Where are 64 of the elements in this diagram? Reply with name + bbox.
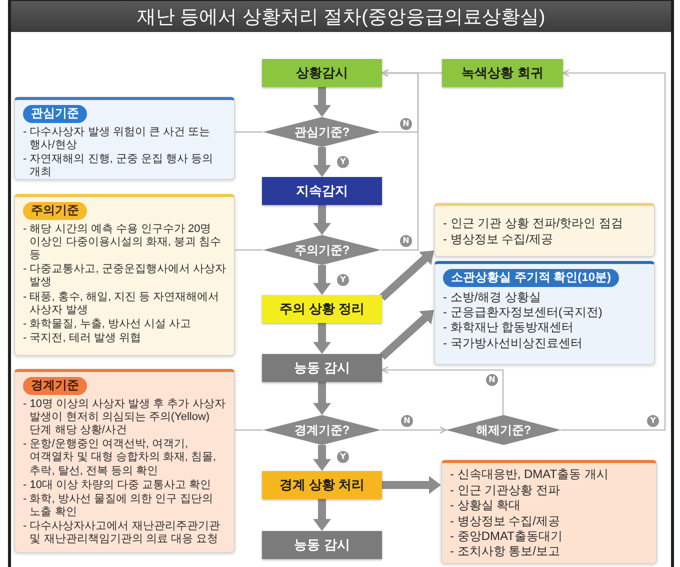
- arrow: [379, 310, 434, 360]
- bullet-item: - 다수사상자사고에서 재난관리주관기관 및 재난관리책임기관의 의료 대응 요청: [23, 520, 221, 547]
- bullet-item: - 해당 시간의 예측 수용 인구수가 20명 이상인 다중이용시설의 화재, 붕괴 침수 등: [23, 222, 222, 262]
- arrow: [313, 445, 331, 471]
- heading-badge: 경계기준: [23, 377, 87, 395]
- arrow: [313, 205, 331, 235]
- arrow: [381, 69, 419, 251]
- process-box: 지속감지: [262, 177, 382, 205]
- bullet-item: - 병상정보 수집/제공: [443, 232, 553, 246]
- arrow: [382, 476, 441, 494]
- criteria-card: [14, 97, 235, 180]
- bullet-item: - 국가방사선비상진료센터: [443, 336, 582, 350]
- bullet-item: - 병상정보 수집/제공: [450, 514, 560, 528]
- connector-line: [235, 429, 263, 431]
- criteria-card: [14, 369, 235, 553]
- bullet-item: - 화학, 방사선 물질에 의한 인구 집단의 노출 확인: [23, 492, 214, 520]
- bullet-item: - 조치사항 통보/보고: [450, 544, 560, 559]
- bullet-item: - 인근 기관상황 전파: [450, 482, 560, 498]
- process-box: 주의 상황 정리: [262, 295, 382, 323]
- process-box: 녹색상황 회귀: [442, 59, 563, 87]
- arrow: [313, 323, 331, 354]
- title-bar: 재난 등에서 상황처리 절차(중앙응급의료상황실): [11, 1, 671, 32]
- arrow: [313, 87, 331, 117]
- decision-diamond: 관심기준?: [263, 117, 381, 147]
- arrow: [313, 265, 331, 295]
- action-card: [434, 261, 655, 365]
- bullet-item: - 다중교통사고, 군중운집행사에서 사상자 발생: [23, 263, 227, 290]
- decision-diamond: 경계기준?: [263, 415, 381, 445]
- process-box: 능동 감시: [262, 354, 382, 382]
- decision-diamond: 해제기준?: [446, 415, 561, 445]
- process-box: 상황감시: [262, 59, 382, 87]
- bullet-item: - 화학물질, 누출, 방사선 시설 사고: [23, 318, 192, 332]
- connector-line: [235, 249, 263, 251]
- action-card: [434, 203, 655, 257]
- bullet-item: - 국지전, 테러 발생 위협: [23, 332, 141, 346]
- bullet-item: - 운항/운행중인 여객선박, 여객기, 여객열차 및 대형 승합차의 화재, 침몰, 추락, 탈선, 전복 등의 확인: [23, 438, 218, 478]
- process-box: 경계 상황 처리: [262, 471, 382, 499]
- bullet-item: - 화학재난 합동방재센터: [443, 320, 574, 335]
- arrow: [381, 426, 447, 434]
- connector-line: [235, 131, 263, 133]
- bullet-item: - 10명 이상의 사상자 발생 후 추가 사상자 발생이 현저히 의심되는 주의(Yellow) 단계 해당 상황/사건: [23, 398, 226, 438]
- bullet-item: - 자연재해의 진행, 군중 운집 행사 등의 개최: [23, 152, 214, 180]
- bullet-item: - 10대 이상 차량의 다중 교통사고 확인: [23, 478, 212, 492]
- bullet-item: - 신속대응반, DMAT출동 개시: [450, 467, 608, 482]
- bullet-item: - 군응급환자정보센터(국지전): [443, 304, 602, 320]
- criteria-card: [14, 194, 235, 356]
- heading-badge: 관심기준: [23, 105, 87, 123]
- bullet-item: - 태풍, 홍수, 해일, 지진 등 자연재해에서 사상자 발생: [23, 290, 220, 317]
- heading-badge: 주의기준: [23, 202, 87, 220]
- bullet-item: - 중앙DMAT출동대기: [450, 528, 562, 544]
- arrow: [379, 250, 434, 301]
- bullet-item: - 다수사상자 발생 위험이 큰 사건 또는 행사/현상: [23, 126, 211, 152]
- bullet-item: - 상황실 확대: [450, 498, 521, 512]
- arrow: [561, 69, 666, 431]
- arrow: [313, 499, 331, 531]
- arrow: [313, 382, 331, 415]
- heading-badge: 소관상황실 주기적 확인(10분): [443, 269, 620, 287]
- arrow: [381, 366, 504, 415]
- arrow: [313, 147, 331, 177]
- action-card: [441, 460, 657, 564]
- bullet-item: - 인근 기관 상황 전파/핫라인 점검: [443, 216, 623, 230]
- decision-diamond: 주의기준?: [263, 235, 381, 265]
- bullet-item: - 소방/해경 상황실: [443, 290, 541, 304]
- process-box: 능동 감시: [262, 531, 382, 559]
